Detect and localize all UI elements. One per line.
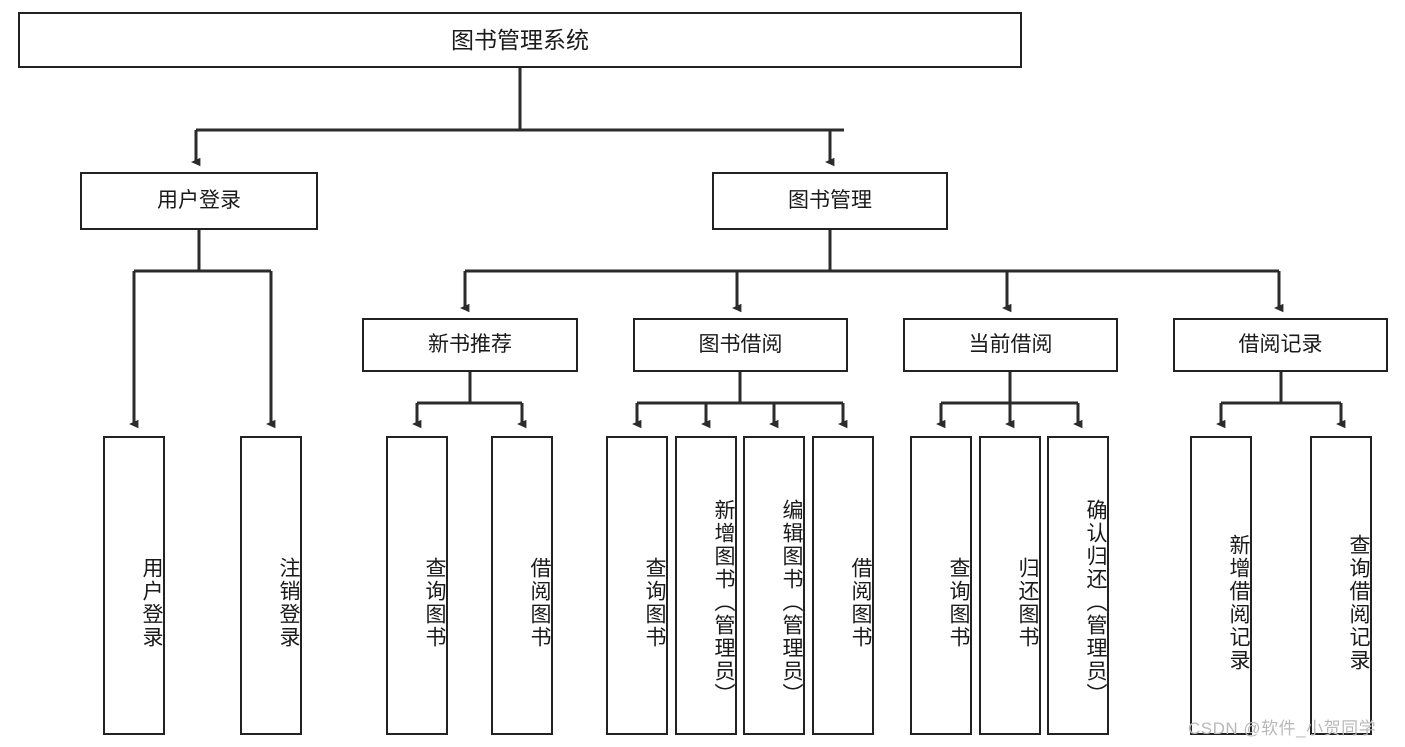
node-leaf-query-book-1[interactable]: 查询图书 <box>386 436 448 735</box>
node-user-login-label: 用户登录 <box>157 189 241 213</box>
watermark: CSDN @软件_小贺同学 <box>1188 719 1377 738</box>
node-current-borrow[interactable]: 当前借阅 <box>903 318 1118 372</box>
node-root-label: 图书管理系统 <box>451 26 589 53</box>
node-leaf-user-login[interactable]: 用户登录 <box>103 436 165 735</box>
node-leaf-return-book[interactable]: 归还图书 <box>979 436 1041 735</box>
node-leaf-query-record[interactable]: 查询借阅记录 <box>1310 436 1372 735</box>
node-book-manage-label: 图书管理 <box>788 189 872 213</box>
node-new-book-recommend[interactable]: 新书推荐 <box>362 318 578 372</box>
node-leaf-logout-login-label: 注销登录 <box>277 556 300 649</box>
node-leaf-logout-login[interactable]: 注销登录 <box>240 436 302 735</box>
node-root[interactable]: 图书管理系统 <box>18 12 1022 68</box>
node-leaf-query-book-3-label: 查询图书 <box>947 556 970 649</box>
node-current-borrow-label: 当前借阅 <box>968 333 1053 357</box>
node-leaf-borrow-book-2-label: 借阅图书 <box>849 556 872 649</box>
node-leaf-edit-book-label: 编辑图书（管理员） <box>780 499 803 706</box>
node-borrow-record[interactable]: 借阅记录 <box>1173 318 1388 372</box>
node-leaf-user-login-label: 用户登录 <box>140 556 163 649</box>
node-leaf-query-book-2[interactable]: 查询图书 <box>606 436 668 735</box>
node-book-borrow-label: 图书借阅 <box>698 333 783 357</box>
node-leaf-query-book-3[interactable]: 查询图书 <box>910 436 972 735</box>
node-new-book-recommend-label: 新书推荐 <box>428 333 512 357</box>
node-leaf-confirm-return[interactable]: 确认归还（管理员） <box>1047 436 1109 735</box>
node-leaf-confirm-return-label: 确认归还（管理员） <box>1084 499 1107 706</box>
node-leaf-return-book-label: 归还图书 <box>1016 556 1039 649</box>
node-borrow-record-label: 借阅记录 <box>1238 333 1323 357</box>
node-leaf-borrow-book-2[interactable]: 借阅图书 <box>812 436 874 735</box>
node-leaf-edit-book[interactable]: 编辑图书（管理员） <box>743 436 805 735</box>
node-leaf-add-record-label: 新增借阅记录 <box>1227 533 1250 672</box>
node-leaf-query-book-1-label: 查询图书 <box>423 556 446 649</box>
node-book-borrow[interactable]: 图书借阅 <box>633 318 848 372</box>
node-user-login[interactable]: 用户登录 <box>80 172 318 230</box>
node-leaf-add-record[interactable]: 新增借阅记录 <box>1190 436 1252 735</box>
node-leaf-borrow-book-1-label: 借阅图书 <box>528 556 551 649</box>
node-leaf-query-book-2-label: 查询图书 <box>643 556 666 649</box>
node-leaf-query-record-label: 查询借阅记录 <box>1347 533 1370 672</box>
node-leaf-add-book[interactable]: 新增图书（管理员） <box>675 436 737 735</box>
node-leaf-borrow-book-1[interactable]: 借阅图书 <box>491 436 553 735</box>
node-book-manage[interactable]: 图书管理 <box>712 172 948 230</box>
node-leaf-add-book-label: 新增图书（管理员） <box>712 499 735 706</box>
